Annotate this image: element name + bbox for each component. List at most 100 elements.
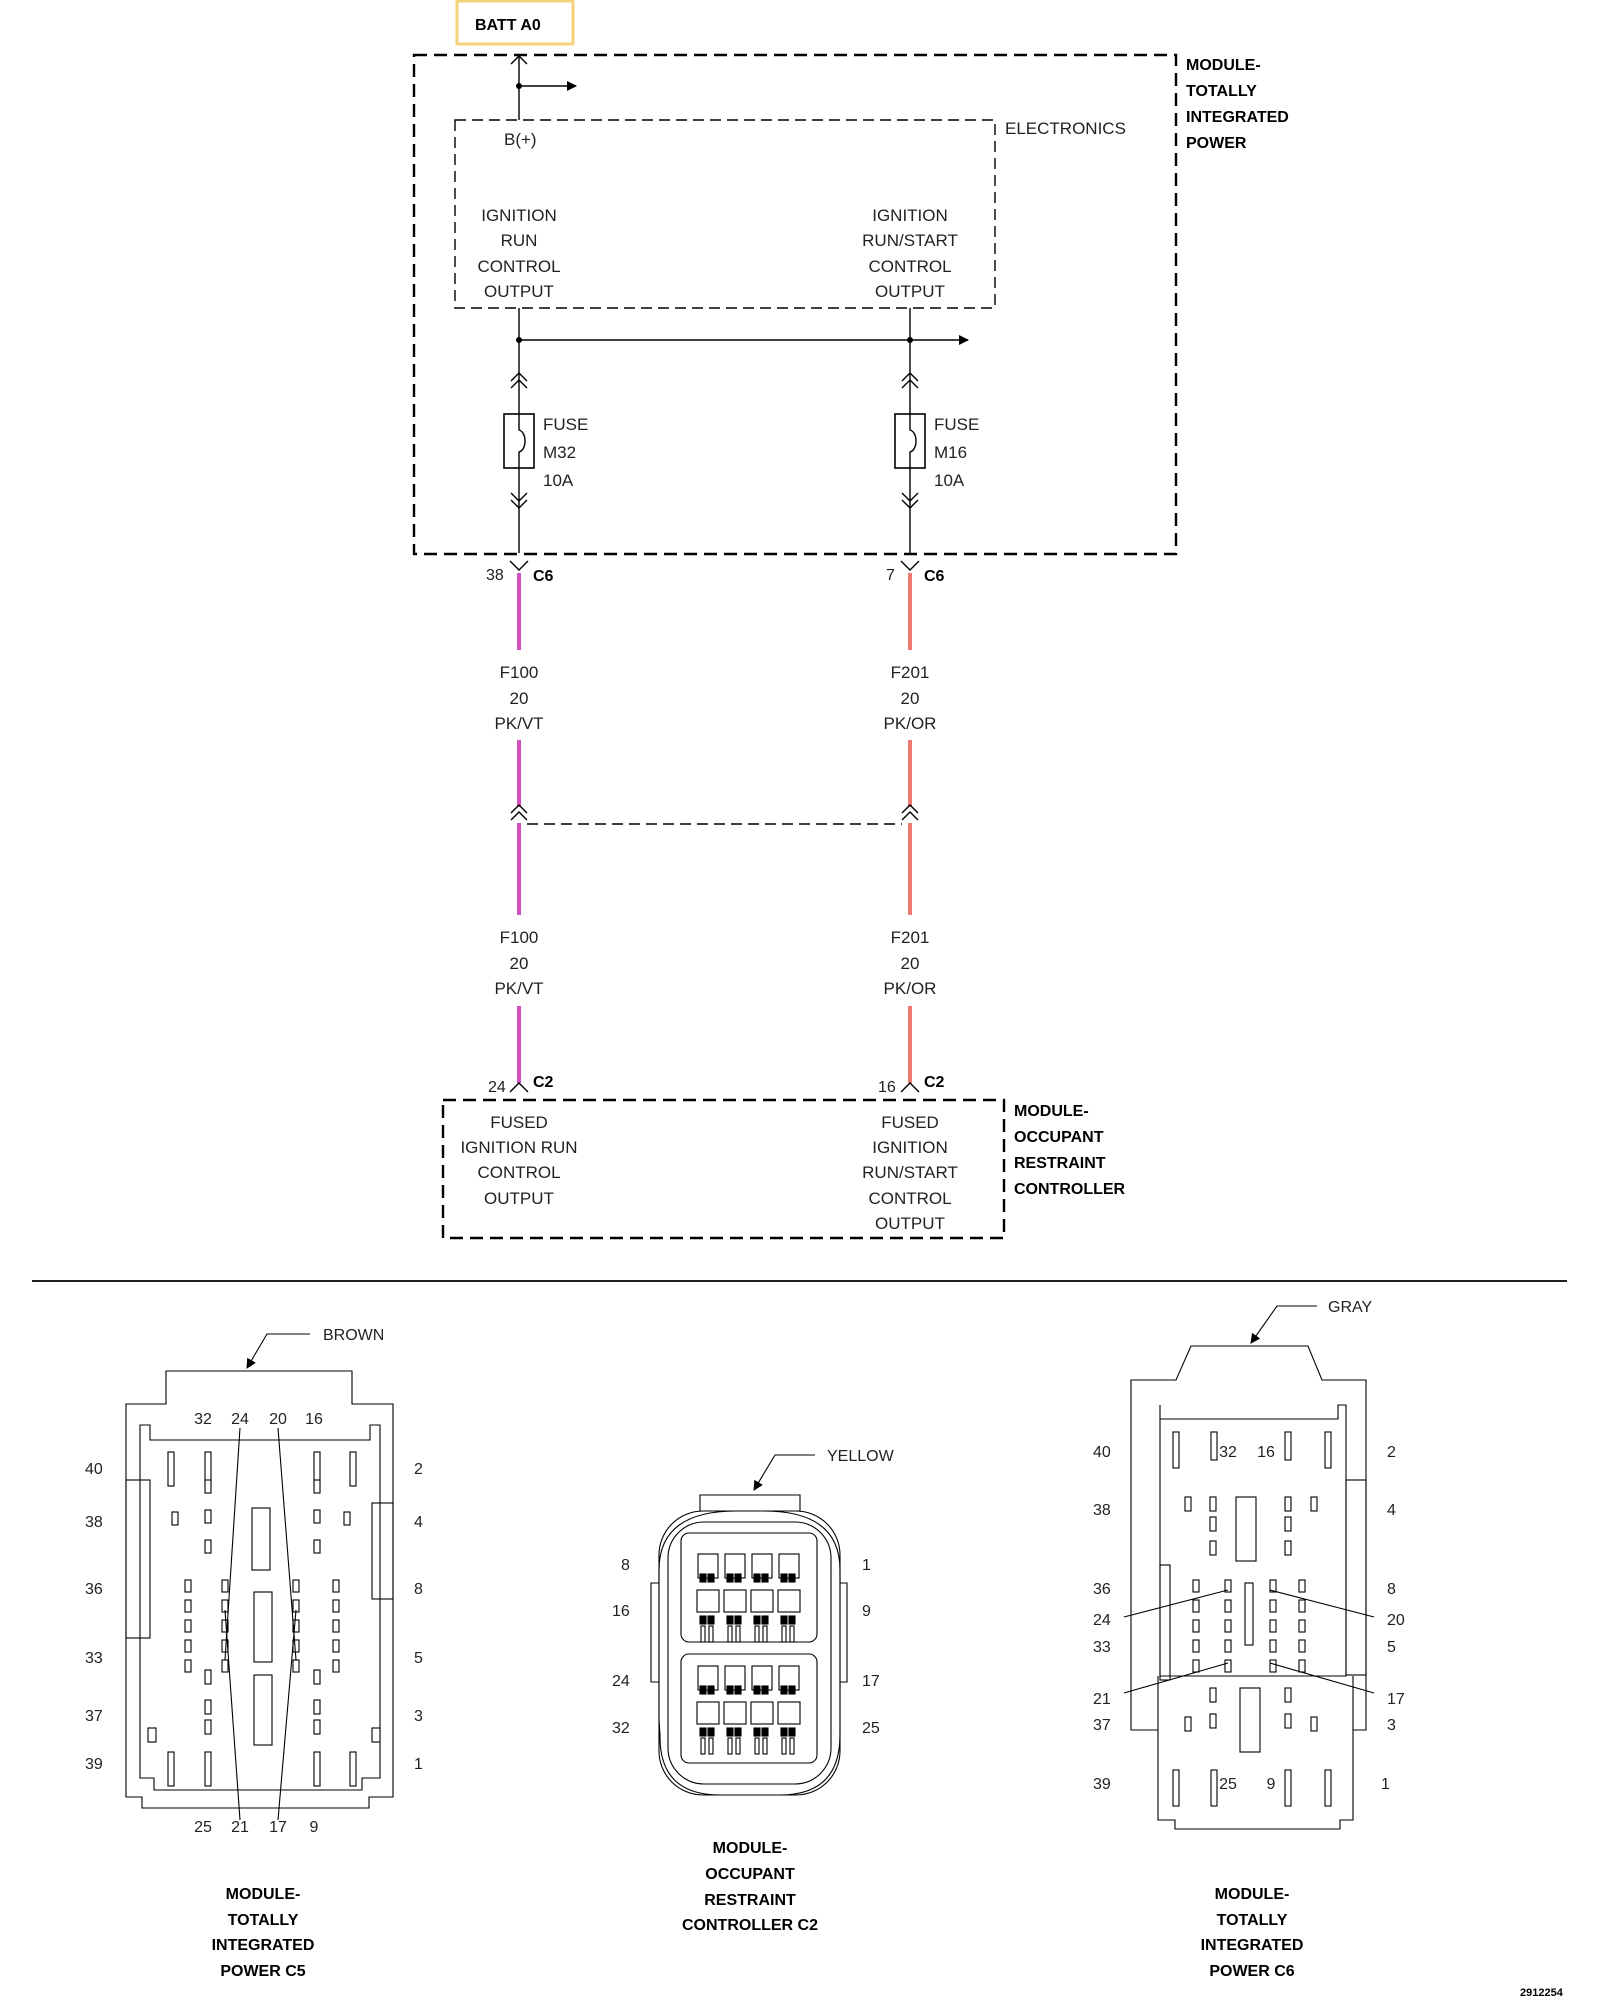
c6-pin-left-3: 36	[1093, 1581, 1111, 1598]
c2-cavity-row-b	[723, 1589, 747, 1613]
c5-cavity-slot	[349, 1751, 357, 1787]
c5-cavity	[221, 1659, 229, 1673]
c6-cavities	[1172, 1431, 1332, 1807]
c2-caption-2: OCCUPANT	[705, 1866, 795, 1883]
c2-latch-left	[650, 1582, 659, 1683]
c5-cavity	[147, 1727, 157, 1743]
c2-terminal	[699, 1685, 707, 1695]
battery-label: BATT A0	[475, 17, 541, 34]
c2-terminal	[726, 1573, 734, 1583]
connector-view-c6: GRAY 40 38 36 24 33 21 37 39 2 4 8 20 5 …	[1093, 1299, 1405, 1980]
c6-pin-inner-top-2: 16	[1257, 1444, 1275, 1461]
c2-terminal	[734, 1685, 742, 1695]
wire-f201-gauge-upper: 20	[901, 689, 920, 708]
fuse-m16-chevron-bottom	[901, 492, 919, 509]
wire-f201-color-lower: PK/OR	[884, 979, 937, 998]
c2-terminal	[788, 1685, 796, 1695]
c2-cavity-row-b	[696, 1701, 720, 1725]
c6-cavity	[1310, 1716, 1318, 1732]
c6-leader-21	[1123, 1662, 1229, 1694]
c6-lower-inner	[1157, 1676, 1354, 1730]
c2-terminal	[761, 1685, 769, 1695]
c2-pin-24-number: 24	[488, 1079, 506, 1096]
c6-pin-right-1: 2	[1387, 1444, 1396, 1461]
c6-cavity	[1269, 1579, 1277, 1593]
c2-cavity-row-c	[789, 1625, 795, 1643]
c2-cavity-row-c	[727, 1737, 733, 1755]
c2-terminal	[734, 1727, 742, 1737]
c2-terminal	[699, 1573, 707, 1583]
c5-cavity	[313, 1699, 321, 1715]
c5-center-slot	[253, 1591, 273, 1663]
orc-right-line-1: FUSED	[881, 1113, 939, 1132]
wire-f100-color-upper: PK/VT	[494, 714, 543, 733]
c5-color-label: BROWN	[323, 1327, 384, 1344]
c5-cavity	[221, 1579, 229, 1593]
c2-terminal	[788, 1615, 796, 1625]
c2-pin-16-number: 16	[878, 1079, 896, 1096]
c2-terminal	[780, 1615, 788, 1625]
c6-pin-inner-bottom-2: 9	[1267, 1776, 1276, 1793]
c2-terminal	[707, 1727, 715, 1737]
c2-terminal	[707, 1573, 715, 1583]
c2-cavities	[696, 1553, 801, 1755]
fuse-m32-id: M32	[543, 443, 576, 462]
c6-cavity	[1269, 1659, 1277, 1673]
fuse-m16-label: FUSE	[934, 415, 979, 434]
c5-cavity	[343, 1511, 351, 1526]
c2-cavity-row-c	[789, 1737, 795, 1755]
c2-terminal	[753, 1727, 761, 1737]
c5-cavity	[313, 1509, 321, 1524]
c6-cavity	[1224, 1639, 1232, 1653]
bplus-label: B(+)	[504, 130, 537, 149]
electronics-label: ELECTRONICS	[1005, 119, 1126, 138]
c5-pin-bottom-3: 17	[269, 1819, 287, 1836]
c2-cavity-row-b	[750, 1589, 774, 1613]
c2-cavity-row-c	[754, 1625, 760, 1643]
c5-cavity	[221, 1619, 229, 1633]
connector-view-c5: BROWN 32 24 20 16 40 38 36 33 37 39 2 4 …	[85, 1327, 423, 1980]
c2-caption-1: MODULE-	[713, 1840, 788, 1857]
wire-f201-gauge-lower: 20	[901, 954, 920, 973]
c6-pin-inner-top-1: 32	[1219, 1444, 1237, 1461]
c5-pin-leader-left-bottom	[224, 1609, 241, 1821]
c5-pin-leader-left-top	[224, 1427, 241, 1661]
c2-cavity-row-b	[777, 1701, 801, 1725]
c2-terminal	[753, 1615, 761, 1625]
fuse-m32-element	[518, 414, 526, 468]
c5-cavity	[332, 1599, 340, 1613]
c5-cavity-slot	[167, 1451, 175, 1487]
c2-caption-4: CONTROLLER C2	[682, 1917, 818, 1934]
c2-pin-left-4: 32	[612, 1720, 630, 1737]
c6-cavity	[1284, 1687, 1292, 1703]
c6-caption-3: INTEGRATED	[1201, 1937, 1304, 1954]
c2-outline	[658, 1494, 841, 1796]
c2-terminal	[788, 1573, 796, 1583]
c5-cavity	[204, 1539, 212, 1554]
c5-caption-4: POWER C5	[220, 1963, 305, 1980]
c6-inner	[1159, 1404, 1347, 1677]
right-output-line-4: OUTPUT	[875, 282, 945, 301]
c5-pin-left-4: 33	[85, 1650, 103, 1667]
battery-box	[455, 0, 575, 46]
c6-cavity	[1209, 1516, 1217, 1532]
c6-cavity-slot	[1284, 1769, 1292, 1807]
left-output-line-3: CONTROL	[477, 257, 560, 276]
c2-pin-right-2: 9	[862, 1603, 871, 1620]
c6-cavity	[1209, 1540, 1217, 1556]
c6-cavity	[1209, 1713, 1217, 1729]
orc-left-line-3: CONTROL	[477, 1163, 560, 1182]
c2-pin-16-connector: C2	[924, 1074, 945, 1091]
c2-terminal	[699, 1615, 707, 1625]
c6-pin-38-chevron	[509, 560, 529, 571]
c5-cavity	[292, 1579, 300, 1593]
wire-f201-circuit-upper: F201	[891, 663, 930, 682]
fuse-m32-chevron-bottom	[510, 492, 528, 509]
c2-terminal	[726, 1685, 734, 1695]
c6-cavity-slot	[1324, 1431, 1332, 1469]
c6-cavity-slot	[1210, 1769, 1218, 1807]
tip-module-name-4: POWER	[1186, 135, 1247, 152]
c5-pin-top-1: 32	[194, 1411, 212, 1428]
c5-pin-leader-right-bottom	[277, 1609, 297, 1821]
c5-cavity	[332, 1619, 340, 1633]
